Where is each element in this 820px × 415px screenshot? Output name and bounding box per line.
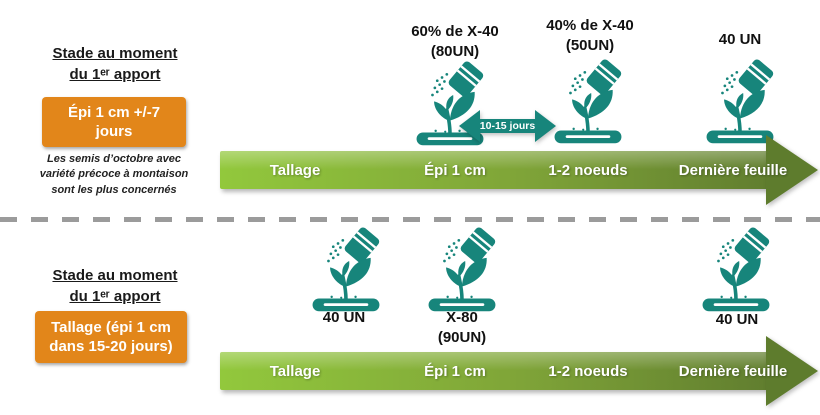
timeline-arrowhead-icon [766,336,818,406]
timeline-bar [220,151,768,189]
bottom-stage-label-tallage: Tallage [269,362,321,380]
interval-label: 10-15 jours [479,120,536,132]
bottom-application-1-label: 40 UN [284,308,404,328]
bottom-header-line2: du 1ᵉʳ apport [69,288,161,305]
top-note: Les semis d’octobre avec variété précoce… [18,152,210,198]
bottom-stage-label-epi-1-cm: Épi 1 cm [424,362,486,380]
fertilizer-application-icon [695,226,777,312]
fertilizer-application-icon [421,226,503,312]
bottom-stage-label-1-2-noeuds: 1-2 noeuds [548,362,628,380]
top-scenario-header: Stade au moment du 1ᵉʳ apport [25,43,205,85]
bottom-scenario-header: Stade au moment du 1ᵉʳ apport [25,265,205,307]
fertilizer-application-icon [305,226,387,312]
timeline-arrowhead-icon [766,135,818,205]
top-stage-label-1-2-noeuds: 1-2 noeuds [548,161,628,179]
top-application-1-label: 60% de X-40 (80UN) [375,22,535,61]
top-app1-line1: 60% de X-40 [411,23,499,40]
bottom-stage-box: Tallage (épi 1 cm dans 15-20 jours) [35,311,187,363]
top-stage-label-epi-1-cm: Épi 1 cm [424,161,486,179]
top-timeline-arrow: Tallage Épi 1 cm 1-2 noeuds Dernière feu… [220,135,820,207]
top-stage-label-derniere-feuille: Dernière feuille [678,161,788,179]
double-headed-arrow-icon [459,110,556,142]
bottom-app3-line1: 40 UN [715,311,759,328]
top-header-line2: du 1ᵉʳ apport [69,66,161,83]
top-header-line1: Stade au moment [52,45,178,62]
section-divider [0,217,820,222]
top-stage-label-tallage: Tallage [269,161,321,179]
fertilizer-application-icon [699,58,781,144]
bottom-application-3-label: 40 UN [677,310,797,330]
top-stage-box: Épi 1 cm +/-7 jours [42,97,186,147]
fertilizer-application-icon [547,58,629,144]
bottom-app1-line1: 40 UN [322,309,366,326]
top-application-2-label: 40% de X-40 (50UN) [510,16,670,55]
top-app2-line2: (50UN) [565,36,615,54]
timeline-bar [220,352,768,390]
bottom-app2-line2: (90UN) [437,328,487,346]
top-app1-line2: (80UN) [430,42,480,60]
top-application-3-label: 40 UN [680,30,800,50]
bottom-application-2-label: X-80 (90UN) [402,308,522,347]
top-note-line1: Les semis d’octobre avec [47,153,181,165]
bottom-app2-line1: X-80 [446,309,478,326]
bottom-header-line1: Stade au moment [52,267,178,284]
bottom-stage-label-derniere-feuille: Dernière feuille [678,362,788,380]
interval-arrow: 10-15 jours [459,106,556,146]
top-note-line3: sont les plus concernés [51,183,177,196]
top-app2-line1: 40% de X-40 [546,17,634,34]
bottom-timeline-arrow: Tallage Épi 1 cm 1-2 noeuds Dernière feu… [220,336,820,408]
top-app3-line1: 40 UN [718,31,762,48]
top-note-line2: variété précoce à montaison [39,168,189,181]
